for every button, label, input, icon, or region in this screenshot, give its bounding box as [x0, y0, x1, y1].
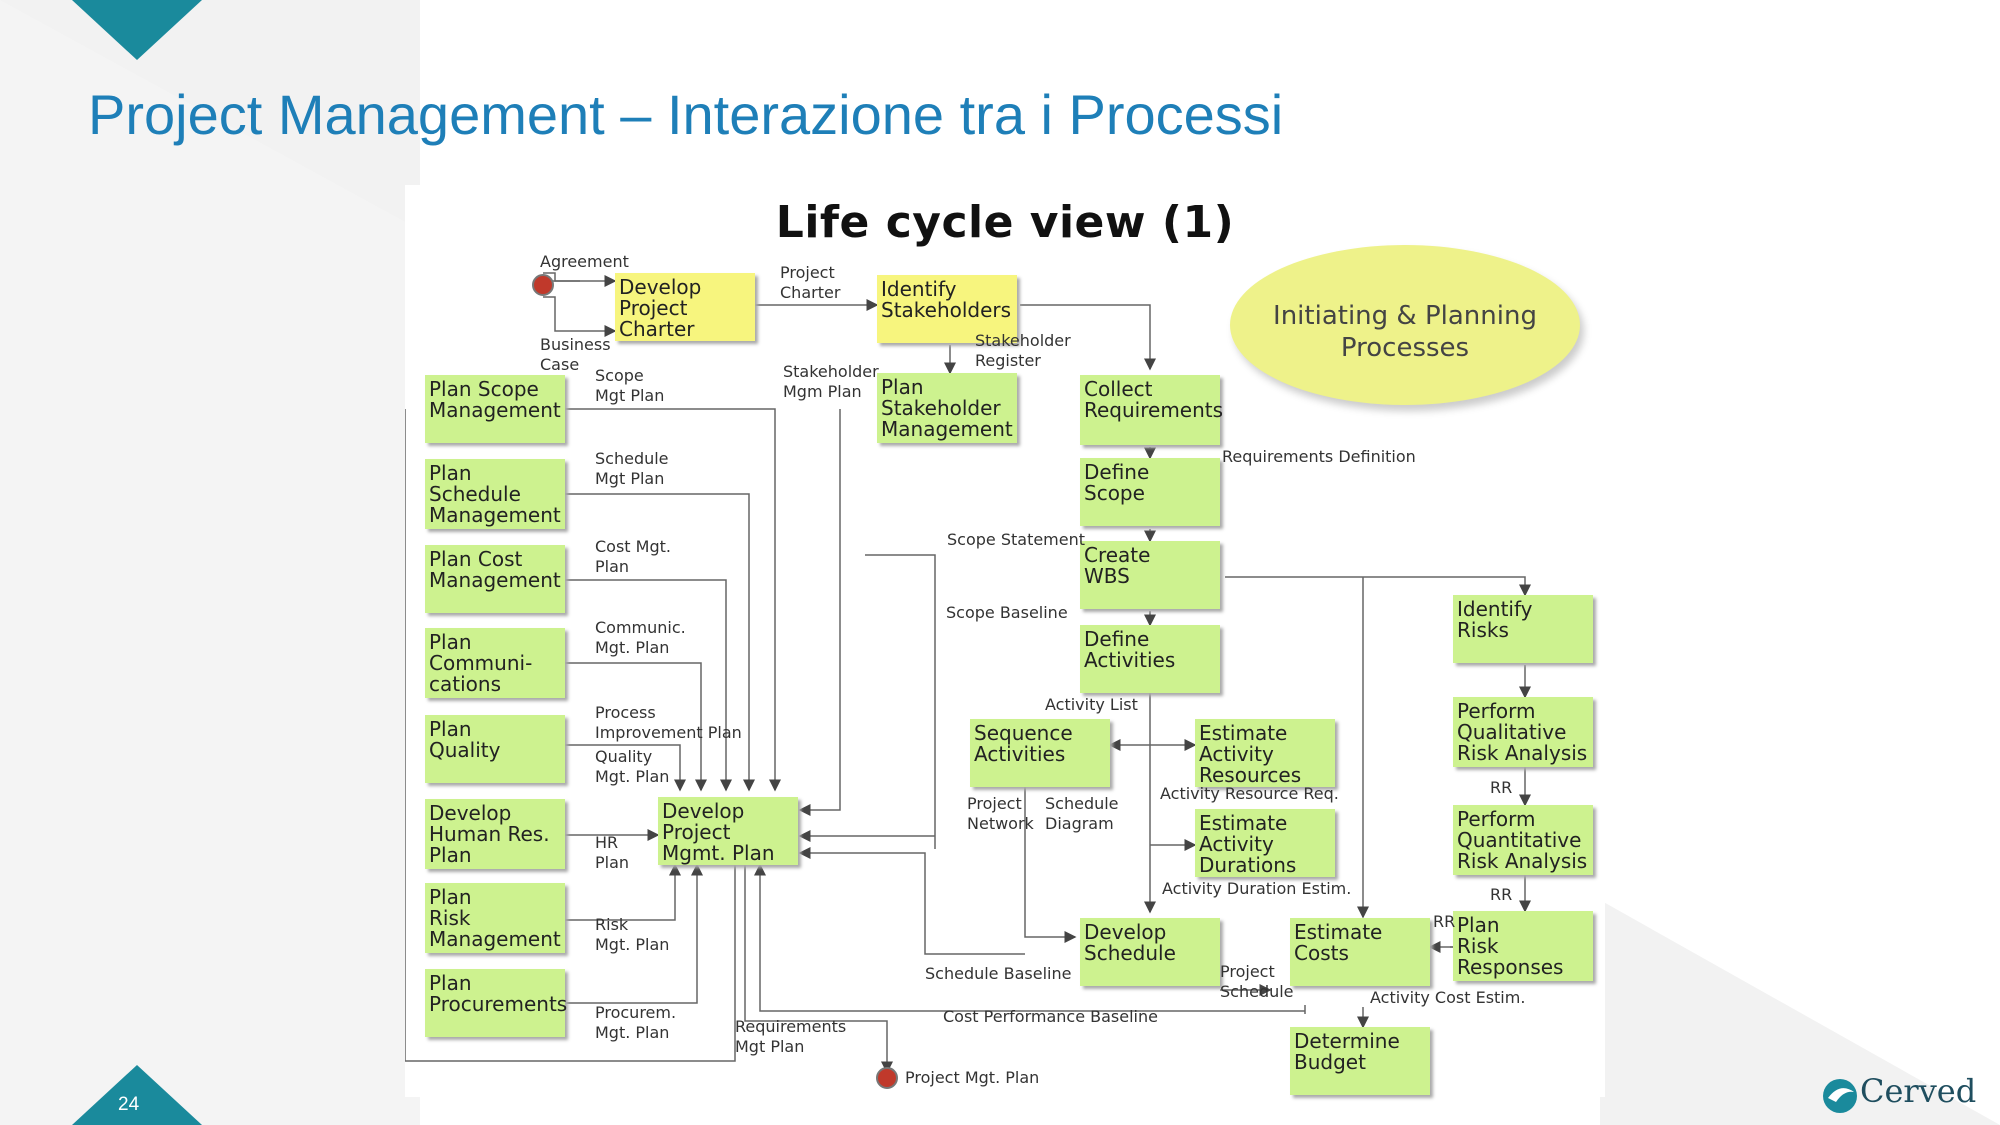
plan-schedule-management-box: Plan Schedule Management	[425, 459, 565, 529]
estimate-costs-box: Estimate Costs	[1290, 918, 1430, 986]
business-case-label: Business Case	[540, 335, 611, 374]
estimate-activity-durations-box: Estimate Activity Durations	[1195, 809, 1335, 877]
quality-mgt-plan-label: Quality Mgt. Plan	[595, 747, 670, 786]
diagram-connectors	[405, 272, 1531, 1089]
stakeholder-register-label: Stakeholder Register	[975, 331, 1071, 370]
plan-quality-box: Plan Quality	[425, 715, 565, 783]
plan-risk-management-box: Plan Risk Management	[425, 883, 565, 953]
rr-label-2: RR	[1490, 885, 1513, 904]
schedule-diagram-label: Schedule Diagram	[1045, 794, 1119, 833]
cost-mgt-plan-label: Cost Mgt. Plan	[595, 537, 671, 576]
define-activities-box: Define Activities	[1080, 625, 1220, 693]
develop-project-charter-box: Develop Project Charter	[615, 273, 755, 341]
diagram-title: Life cycle view (1)	[775, 197, 1235, 248]
schedule-mgt-plan-label: Schedule Mgt Plan	[595, 449, 669, 488]
perform-quantitative-risk-box: Perform Quantitative Risk Analysis	[1453, 805, 1593, 875]
page-number: 24	[118, 1094, 140, 1115]
define-scope-box: Define Scope	[1080, 458, 1220, 526]
procurem-mgt-plan-label: Procurem. Mgt. Plan	[595, 1003, 677, 1042]
top-corner-triangle	[72, 0, 202, 60]
process-improvement-plan-label: Process Improvement Plan	[595, 703, 742, 742]
activity-duration-estim-label: Activity Duration Estim.	[1162, 879, 1352, 898]
rr-label-3: RR	[1433, 912, 1456, 931]
plan-procurements-box: Plan Procurements	[425, 969, 567, 1037]
stakeholder-mgm-plan-label: Stakeholder Mgm Plan	[783, 362, 879, 401]
collect-requirements-box: Collect Requirements	[1080, 375, 1223, 445]
project-charter-label: Project Charter	[780, 263, 841, 302]
plan-risk-responses-box: Plan Risk Responses	[1453, 911, 1593, 981]
create-wbs-box: Create WBS	[1080, 541, 1220, 609]
logo-text: Cerved	[1860, 1072, 1977, 1110]
plan-stakeholder-management-box: Plan Stakeholder Management	[877, 373, 1017, 443]
communic-mgt-plan-label: Communic. Mgt. Plan	[595, 618, 686, 657]
hr-plan-label: HR Plan	[595, 833, 630, 872]
start-node-icon	[532, 274, 554, 296]
identify-stakeholders-box: Identify Stakeholders	[877, 275, 1017, 343]
plan-communications-box: Plan Communi- cations	[425, 628, 565, 698]
activity-resource-req-label: Activity Resource Req.	[1160, 784, 1339, 803]
requirements-definition-label: Requirements Definition	[1222, 447, 1416, 466]
develop-schedule-box: Develop Schedule	[1080, 918, 1220, 986]
slide-title: Project Management – Interazione tra i P…	[88, 83, 1284, 146]
agreement-label: Agreement	[540, 252, 629, 271]
schedule-baseline-label: Schedule Baseline	[925, 964, 1072, 983]
phase-callout-text: Initiating & Planning Processes	[1273, 301, 1537, 363]
project-schedule-label: Project Schedule	[1220, 962, 1294, 1001]
activity-cost-estim-label: Activity Cost Estim.	[1370, 988, 1526, 1007]
risk-mgt-plan-label: Risk Mgt. Plan	[595, 915, 670, 954]
project-network-label: Project Network	[967, 794, 1034, 833]
project-mgt-plan-label: Project Mgt. Plan	[905, 1068, 1040, 1087]
scope-statement-label: Scope Statement	[947, 530, 1086, 549]
scope-baseline-label: Scope Baseline	[946, 603, 1068, 622]
plan-scope-management-box: Plan Scope Management	[425, 375, 565, 443]
identify-risks-box: Identify Risks	[1453, 595, 1593, 663]
develop-human-resource-plan-box: Develop Human Res. Plan	[425, 799, 565, 869]
sequence-activities-box: Sequence Activities	[970, 719, 1110, 787]
phase-callout	[1230, 245, 1580, 405]
cost-performance-baseline-label: Cost Performance Baseline	[943, 1007, 1158, 1026]
requirements-mgt-plan-label: Requirements Mgt Plan	[735, 1017, 847, 1056]
plan-cost-management-box: Plan Cost Management	[425, 545, 565, 613]
perform-qualitative-risk-box: Perform Qualitative Risk Analysis	[1453, 697, 1593, 767]
activity-list-label: Activity List	[1045, 695, 1138, 714]
scope-mgt-plan-label: Scope Mgt Plan	[595, 366, 665, 405]
cerved-logo-icon	[1823, 1079, 1857, 1113]
life-cycle-diagram: Life cycle view (1)	[405, 185, 1605, 1097]
estimate-activity-resources-box: Estimate Activity Resources	[1195, 719, 1335, 787]
determine-budget-box: Determine Budget	[1290, 1027, 1430, 1095]
develop-project-mgmt-plan-box: Develop Project Mgmt. Plan	[658, 797, 798, 865]
bottom-corner-triangle	[72, 1065, 202, 1125]
end-node-icon	[876, 1067, 898, 1089]
rr-label-1: RR	[1490, 778, 1513, 797]
